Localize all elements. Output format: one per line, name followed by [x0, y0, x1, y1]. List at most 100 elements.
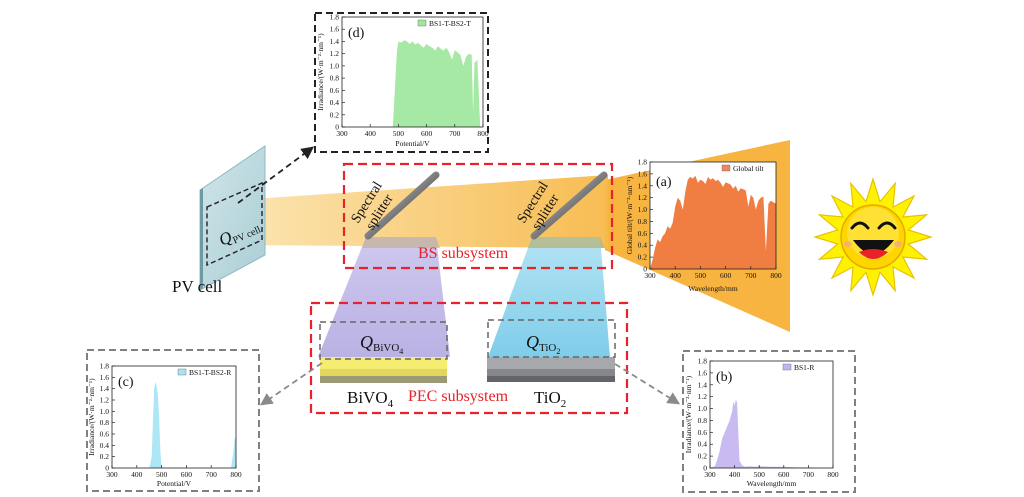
- y-tick-label: 0: [703, 464, 707, 473]
- plot-frame: [709, 360, 834, 469]
- y-tick-label: 0.6: [698, 428, 708, 437]
- sun-icon: [812, 176, 934, 298]
- x-tick-label: 800: [770, 271, 782, 280]
- bivo4-material-label: BiVO4: [347, 388, 394, 410]
- y-tick-label: 1.4: [698, 380, 708, 389]
- plot-area: [112, 366, 236, 468]
- y-tick-label: 0.6: [100, 430, 110, 439]
- bivo4-photoanode-top: [320, 357, 447, 369]
- x-tick-label: 500: [754, 470, 766, 479]
- legend-label: BS1-T-BS2-R: [189, 368, 231, 377]
- arrow-pv-to-inset-d: [237, 146, 315, 204]
- main-light-beam: [238, 175, 608, 248]
- x-axis-label: Wavelength/mm: [747, 479, 797, 488]
- y-tick-label: 1.8: [698, 357, 708, 366]
- legend-label: Global tilt: [733, 164, 765, 173]
- y-tick-label: 1.4: [100, 384, 110, 393]
- x-tick-label: 300: [106, 470, 118, 479]
- x-axis-label: Potential/V: [395, 139, 430, 148]
- plot-frame: [111, 365, 237, 469]
- y-tick-label: 0.6: [638, 229, 648, 238]
- legend-label: BS1-R: [794, 363, 814, 372]
- x-tick-label: 300: [704, 470, 716, 479]
- y-tick-label: 0.4: [638, 241, 648, 250]
- x-tick-label: 600: [421, 129, 433, 138]
- y-tick-label: 0.6: [330, 86, 340, 95]
- legend-swatch: [782, 363, 792, 371]
- y-tick-label: 0.4: [698, 440, 708, 449]
- x-tick-label: 400: [365, 129, 377, 138]
- x-tick-label: 500: [393, 129, 405, 138]
- y-tick-label: 1.2: [330, 49, 340, 58]
- y-tick-label: 0.2: [638, 253, 648, 262]
- legend-label: BS1-T-BS2-T: [429, 19, 471, 28]
- bivo4-spectral-splitter-mirror: [364, 171, 440, 240]
- panel-label: (d): [348, 26, 365, 41]
- series-area: [650, 175, 776, 269]
- y-tick-label: 0.4: [330, 98, 340, 107]
- y-tick-label: 1.8: [330, 13, 340, 22]
- tio2-dashed-region: [487, 319, 616, 358]
- x-tick-label: 400: [729, 470, 741, 479]
- tio2-photoanode-mid: [487, 369, 615, 376]
- x-axis-label: Wavelength/mm: [688, 284, 738, 293]
- y-tick-label: 1.4: [638, 181, 648, 190]
- x-tick-label: 500: [156, 470, 168, 479]
- y-tick-label: 1.8: [100, 362, 110, 371]
- bivo4-photoanode-mid: [320, 369, 447, 376]
- y-tick-label: 1.0: [100, 407, 110, 416]
- x-tick-label: 700: [206, 470, 218, 479]
- arrow-tio2-to-inset-b: [614, 363, 681, 405]
- x-axis-label: Potential/V: [157, 479, 192, 488]
- x-tick-label: 800: [827, 470, 839, 479]
- legend-swatch: [721, 164, 731, 172]
- y-tick-label: 0.8: [100, 418, 110, 427]
- y-tick-label: 0: [643, 265, 647, 274]
- bivo4-dashed-region: [319, 321, 448, 360]
- x-tick-label: 400: [131, 470, 143, 479]
- x-tick-label: 700: [803, 470, 815, 479]
- x-tick-label: 500: [695, 271, 707, 280]
- panel-label: (c): [118, 375, 134, 390]
- tio2-photoanode-base: [487, 376, 615, 382]
- x-tick-label: 600: [181, 470, 193, 479]
- panel-label: (a): [656, 175, 672, 190]
- y-tick-label: 1.4: [330, 37, 340, 46]
- y-tick-label: 1.0: [330, 61, 340, 70]
- y-tick-label: 0.2: [330, 110, 340, 119]
- x-tick-label: 700: [449, 129, 461, 138]
- y-tick-label: 1.6: [100, 373, 110, 382]
- pv-cell-caption: PV cell: [172, 277, 222, 296]
- x-tick-label: 800: [230, 470, 242, 479]
- y-tick-label: 1.2: [638, 193, 648, 202]
- bivo4-photoanode-base: [320, 376, 447, 383]
- y-tick-label: 0.8: [638, 217, 648, 226]
- pv-panel-edge: [200, 188, 203, 290]
- pv-cell-dashed-region: [206, 181, 263, 267]
- arrow-bivo4-to-inset-c: [259, 362, 323, 406]
- x-tick-label: 400: [670, 271, 682, 280]
- y-tick-label: 0.8: [330, 74, 340, 83]
- y-tick-label: 1.0: [698, 404, 708, 413]
- y-axis-label: Irradiance/(W·m⁻²·nm⁻¹): [87, 378, 96, 456]
- y-tick-label: 1.8: [638, 158, 648, 167]
- y-axis-label: Irradiance/(W·m⁻²·nm⁻¹): [684, 375, 693, 453]
- tio2-spectral-splitter-mirror: [530, 171, 608, 240]
- y-tick-label: 1.6: [698, 368, 708, 377]
- y-tick-label: 0: [105, 464, 109, 473]
- bivo4-splitter-overlap: [362, 237, 440, 248]
- pv-panel: [199, 145, 266, 291]
- y-tick-label: 1.0: [638, 205, 648, 214]
- q-tio2-label: QTiO2: [526, 332, 560, 356]
- y-tick-label: 1.2: [698, 392, 708, 401]
- pec-subsystem-box: [309, 301, 629, 415]
- x-tick-label: 300: [644, 271, 656, 280]
- beam-to-tio2: [488, 237, 610, 357]
- tio2-material-label: TiO2: [534, 388, 566, 410]
- y-tick-label: 0.4: [100, 441, 110, 450]
- y-axis-label: Global tilt/(W·m⁻²·nm⁻¹): [625, 176, 634, 254]
